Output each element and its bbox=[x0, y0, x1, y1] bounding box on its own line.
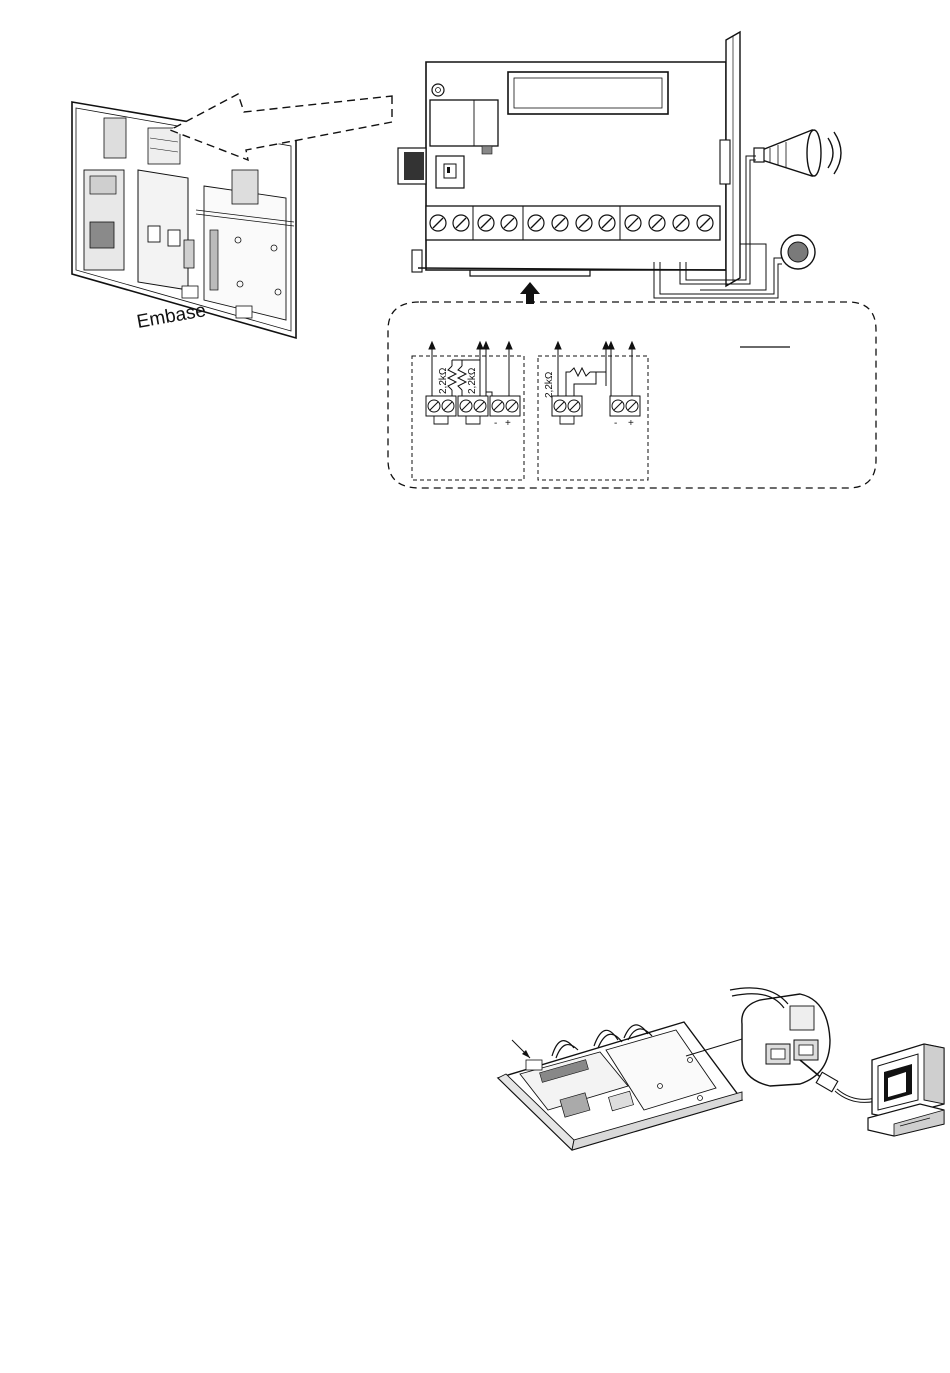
minus-label-1: - bbox=[494, 418, 497, 429]
wiring-box-double-eol bbox=[412, 342, 524, 480]
computer-icon bbox=[868, 1044, 944, 1136]
siren-icon bbox=[754, 130, 841, 176]
up-arrow-icon bbox=[520, 282, 540, 304]
wiring-box-single-eol bbox=[538, 342, 648, 480]
resistor-label-c: 2,2kΩ bbox=[544, 371, 555, 398]
main-board bbox=[398, 32, 740, 286]
resistor-label-a: 2,2kΩ bbox=[438, 367, 449, 394]
plus-label-2: + bbox=[628, 418, 634, 429]
push-button-icon bbox=[781, 235, 815, 269]
open-panel-perspective bbox=[498, 1022, 752, 1150]
resistor-label-b: 2,2kΩ bbox=[467, 367, 478, 394]
minus-label-2: - bbox=[614, 418, 617, 429]
embase-label: Embase bbox=[135, 300, 207, 333]
plus-label-1: + bbox=[505, 418, 511, 429]
connector-zoom bbox=[730, 988, 830, 1086]
